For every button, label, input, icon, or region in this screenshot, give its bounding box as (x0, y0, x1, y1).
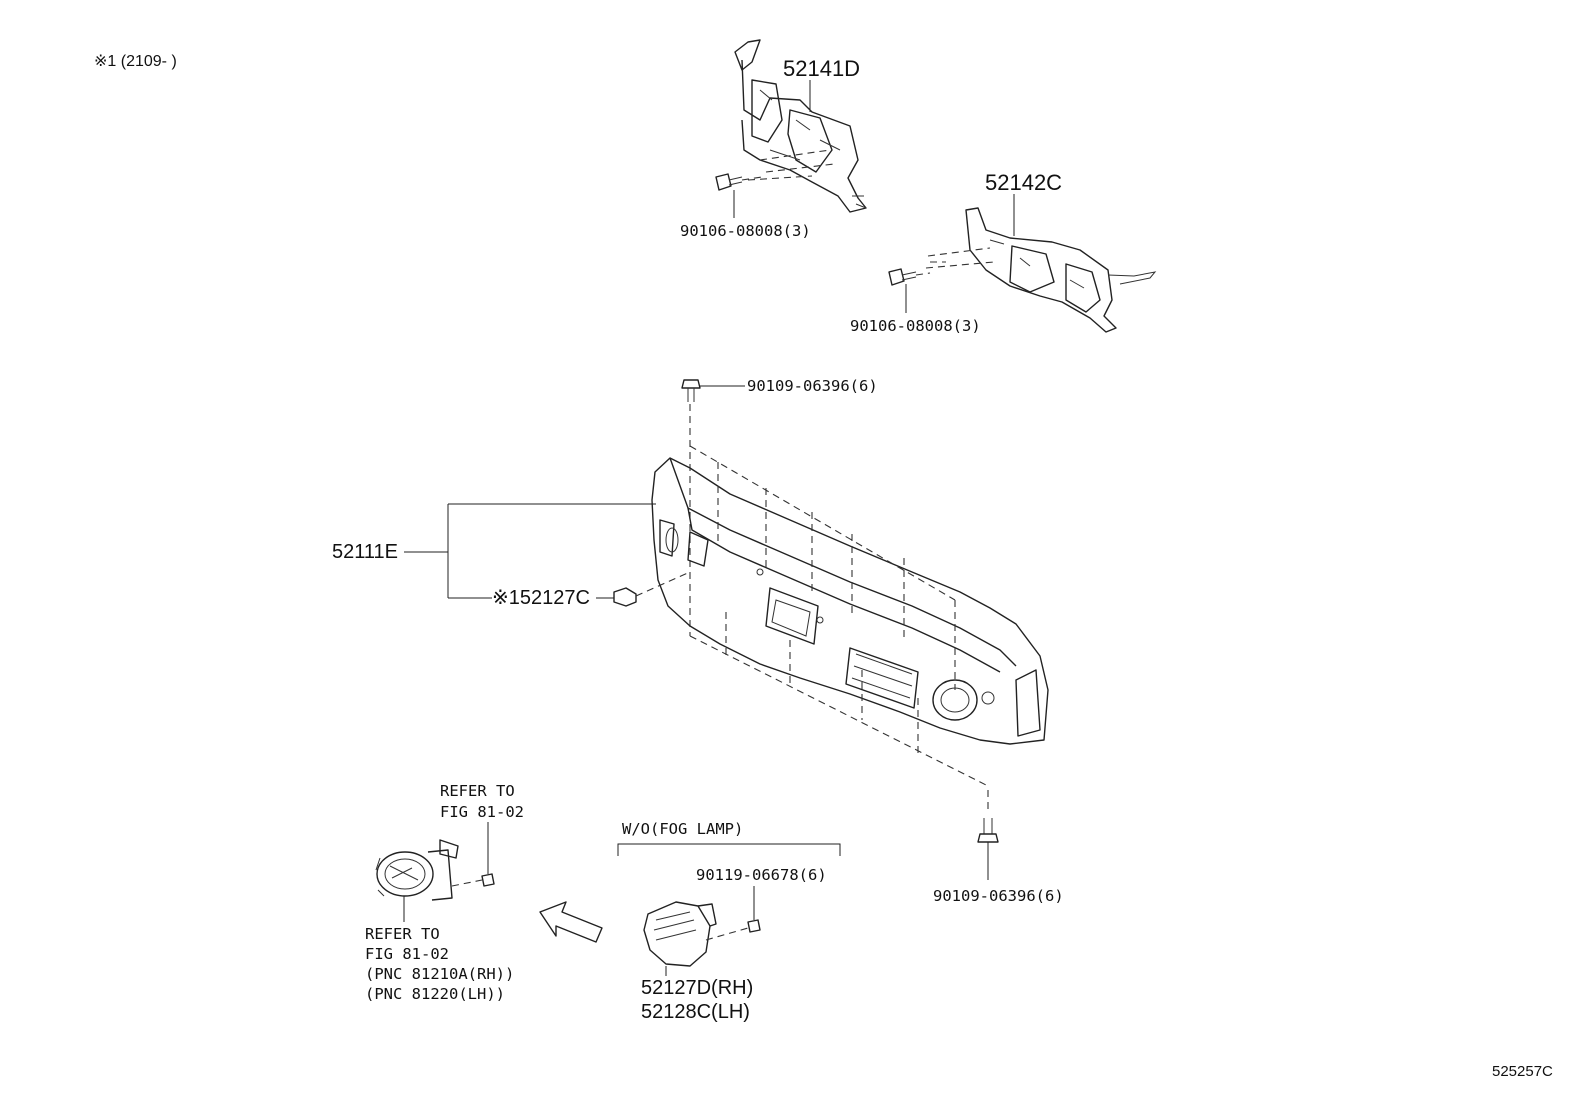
replacement-arrow-icon (539, 901, 603, 943)
bumper-mount-dash-lines (689, 445, 989, 812)
revision-note: ※1 (2109- ) (94, 53, 177, 70)
bolt-upper-a-icon (715, 173, 743, 191)
bolt-bottom-icon (977, 818, 999, 843)
leader-52111e (404, 503, 656, 599)
bolt-upper-b-icon (888, 268, 917, 286)
refer-bot-line2: FIG 81-02 (365, 945, 449, 963)
cover-screw-icon (747, 919, 761, 933)
fog-lamp-screw-icon (481, 873, 495, 887)
refer-bot-line1: REFER TO (365, 925, 440, 943)
label-52141d: 52141D (783, 56, 860, 81)
label-bolt-upper-a: 90106-08008(3) (680, 222, 811, 240)
label-bolt-top: 90109-06396(6) (747, 377, 878, 395)
bracket-52141d-drawing (734, 39, 867, 213)
figure-code: 525257C (1492, 1063, 1553, 1080)
front-bumper-drawing (651, 457, 1049, 745)
label-52142c: 52142C (985, 170, 1062, 195)
bracket-52142c-drawing (925, 207, 1157, 333)
refer-bot-line4: (PNC 81220(LH)) (365, 985, 505, 1003)
refer-top-line1: REFER TO (440, 782, 515, 800)
clip-52127c-icon (613, 587, 637, 607)
wo-fog-lamp-bracket (617, 843, 841, 856)
label-52127c: ※152127C (492, 587, 590, 609)
label-screw-fog: 90119-06678(6) (696, 866, 827, 884)
label-cover-lh: 52128C(LH) (641, 1001, 750, 1023)
label-bolt-bottom: 90109-06396(6) (933, 887, 1064, 905)
label-52111e: 52111E (332, 541, 398, 563)
bolt-top-icon (681, 379, 701, 402)
label-bolt-upper-b: 90106-08008(3) (850, 317, 981, 335)
fog-lamp-drawing (375, 839, 459, 901)
label-wo-fog-lamp: W/O(FOG LAMP) (622, 820, 743, 838)
label-cover-rh: 52127D(RH) (641, 977, 753, 999)
refer-top-line2: FIG 81-02 (440, 803, 524, 821)
refer-bot-line3: (PNC 81210A(RH)) (365, 965, 514, 983)
fog-cover-drawing (643, 901, 717, 967)
